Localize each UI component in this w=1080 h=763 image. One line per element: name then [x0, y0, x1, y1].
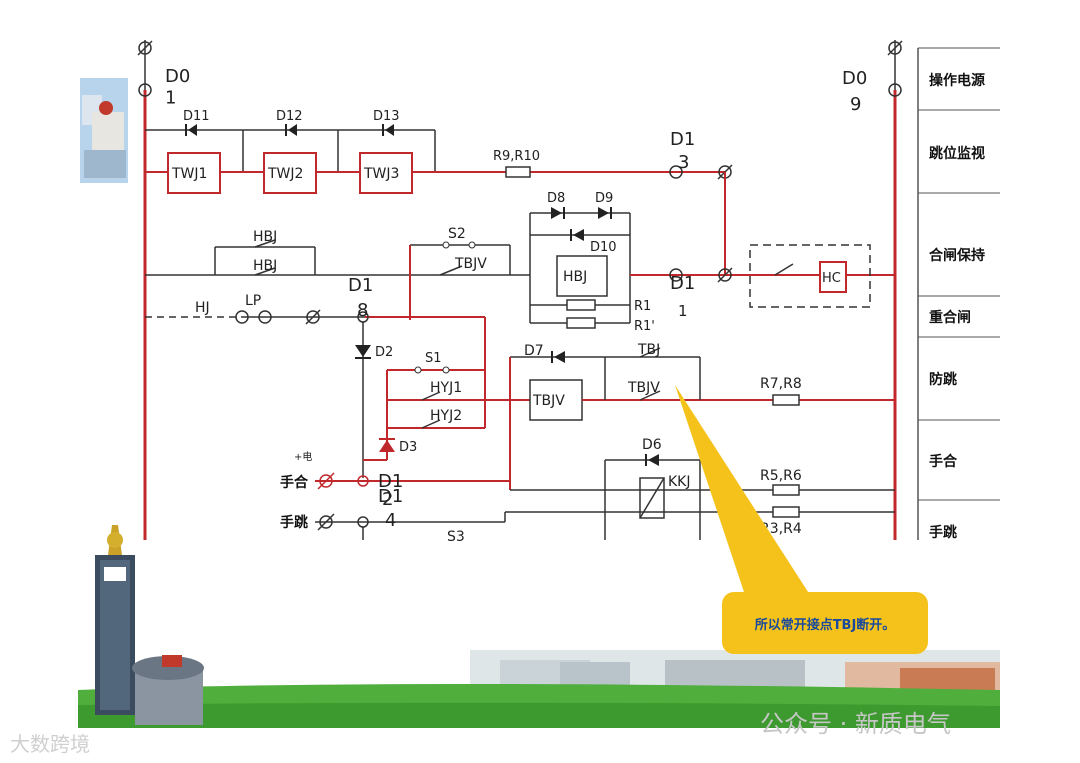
label-hyj1: HYJ1 — [430, 380, 462, 396]
rail-right-label-b: 9 — [850, 94, 861, 115]
label-tbjv2: TBJV — [627, 380, 660, 396]
side-cell-2: 合闸保持 — [929, 247, 985, 264]
label-hj: HJ — [195, 300, 210, 316]
label-s2: S2 — [448, 226, 466, 242]
label-d3: D3 — [399, 440, 417, 455]
callout-text: 所以常开接点TBJ断开。 — [754, 617, 896, 633]
label-d12: D12 — [276, 109, 303, 124]
label-hbj-box: HBJ — [563, 269, 587, 285]
label-d18-a: D1 — [348, 275, 373, 296]
label-hc: HC — [822, 271, 841, 286]
label-d8: D8 — [547, 191, 565, 206]
side-cell-5: 手合 — [929, 453, 958, 470]
worker-photo — [80, 78, 128, 183]
callout — [675, 385, 928, 654]
side-cell-3: 重合闸 — [929, 309, 971, 326]
label-tbjv-box: TBJV — [532, 393, 565, 409]
label-hbj1: HBJ — [253, 229, 277, 245]
side-cell-4: 防跳 — [929, 371, 957, 388]
watermark-right: 公众号 · 新质电气 — [760, 710, 951, 738]
label-d18-b: 8 — [357, 300, 368, 321]
side-cell-1: 跳位监视 — [929, 145, 985, 162]
label-d13: D13 — [373, 109, 400, 124]
label-d10: D10 — [590, 240, 617, 255]
label-r5r6: R5,R6 — [760, 468, 802, 484]
label-d12b-b: 2 — [382, 489, 393, 510]
label-d11b-a: D1 — [670, 273, 695, 294]
bottom-scenery — [78, 525, 1000, 728]
label-d11: D11 — [183, 109, 210, 124]
label-twj1: TWJ1 — [171, 166, 207, 182]
label-r1: R1 — [634, 299, 651, 314]
label-s3: S3 — [447, 529, 465, 545]
label-r1p: R1' — [634, 319, 655, 334]
label-hyj2: HYJ2 — [430, 408, 462, 424]
label-d2: D2 — [375, 345, 393, 360]
label-d7: D7 — [524, 343, 544, 359]
label-twj3: TWJ3 — [363, 166, 399, 182]
label-hbj2: HBJ — [253, 258, 277, 274]
label-d11b-b: 1 — [678, 302, 688, 320]
side-table: 操作电源 跳位监视 合闸保持 重合闸 防跳 手合 手跳 — [917, 47, 1000, 541]
label-d13-a: D1 — [670, 129, 695, 150]
label-d14-a: D1 — [378, 486, 403, 507]
label-plus-e: +电 — [294, 450, 312, 463]
label-r3r4: R3,R4 — [760, 521, 802, 537]
side-cell-0: 操作电源 — [929, 72, 985, 89]
label-tbj: TBJ — [637, 342, 660, 358]
label-shoutiao: 手跳 — [280, 514, 308, 531]
label-kkj: KKJ — [668, 474, 691, 490]
label-twj2: TWJ2 — [267, 166, 303, 182]
watermark-left: 大数跨境 — [10, 732, 90, 756]
label-s1: S1 — [425, 351, 442, 366]
label-r7r8: R7,R8 — [760, 376, 802, 392]
label-shouhe: 手合 — [280, 474, 309, 491]
label-d6: D6 — [642, 437, 662, 453]
label-tbjv1: TBJV — [454, 256, 487, 272]
rail-right-label-a: D0 — [842, 68, 867, 89]
label-d12b-a: D1 — [378, 471, 403, 492]
label-d14-b: 4 — [385, 510, 396, 531]
side-cell-6: 手跳 — [929, 524, 957, 541]
label-r9r10: R9,R10 — [493, 149, 540, 164]
label-lp: LP — [245, 293, 261, 309]
label-d13-b: 3 — [678, 152, 689, 173]
label-d9: D9 — [595, 191, 613, 206]
